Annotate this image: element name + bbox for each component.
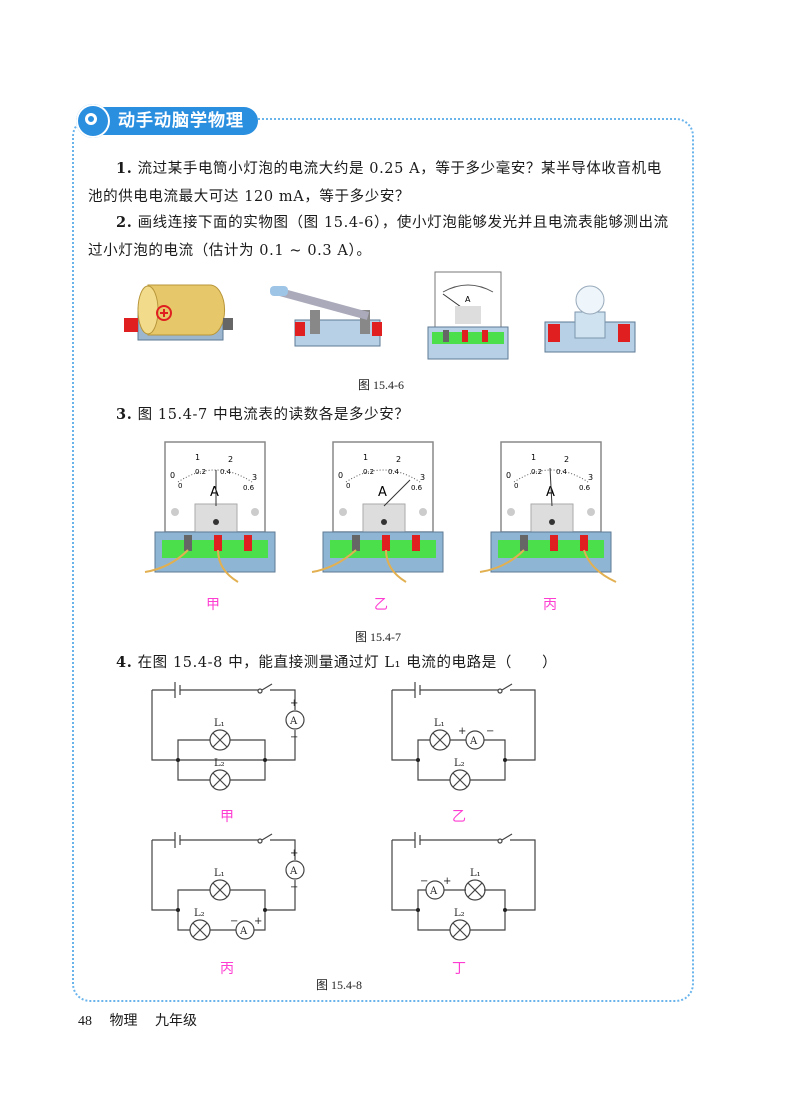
- svg-text:−: −: [290, 732, 298, 743]
- question-number: 4.: [116, 654, 133, 671]
- question-number: 3.: [116, 406, 133, 423]
- section-title: 动手动脑学物理: [100, 107, 258, 135]
- question-4: 4. 在图 15.4-8 中，能直接测量通过灯 L₁ 电流的电路是（ ）: [88, 652, 678, 674]
- svg-text:+: +: [290, 848, 298, 859]
- question-number: 1.: [116, 160, 133, 177]
- figure-caption: 图 15.4-7: [355, 630, 401, 644]
- page-footer: 48 物理 九年级: [78, 1010, 211, 1030]
- grade: 九年级: [155, 1014, 197, 1029]
- svg-text:L₂: L₂: [214, 758, 225, 769]
- subject: 物理: [109, 1014, 138, 1029]
- svg-text:L₁: L₁: [214, 868, 225, 879]
- ammeter-icon: A: [427, 271, 509, 360]
- circuit-bing: [151, 832, 305, 941]
- label-jia: 甲: [206, 597, 220, 613]
- svg-text:A: A: [465, 295, 471, 304]
- svg-text:L₂: L₂: [454, 758, 465, 769]
- question-number: 2.: [116, 214, 133, 231]
- svg-text:+: +: [254, 916, 262, 927]
- svg-text:A: A: [469, 736, 478, 747]
- svg-text:L₁: L₁: [470, 868, 481, 879]
- question-text: 池的供电电流最大可达 120 mA，等于多少安？: [88, 189, 411, 205]
- question-text: 在图 15.4-8 中，能直接测量通过灯 L₁ 电流的电路是（ ）: [137, 655, 558, 671]
- figure-caption: 图 15.4-6: [358, 378, 404, 392]
- svg-text:L₁: L₁: [214, 718, 225, 729]
- svg-text:+: +: [290, 698, 298, 709]
- question-text: 画线连接下面的实物图（图 15.4-6），使小灯泡能够发光并且电流表能够测出流: [137, 215, 669, 231]
- svg-text:A: A: [289, 716, 298, 727]
- question-1: 1. 流过某手电筒小灯泡的电流大约是 0.25 A，等于多少毫安？某半导体收音机…: [88, 158, 678, 208]
- light-bulb-icon: [544, 285, 636, 353]
- svg-text:+: +: [443, 876, 451, 887]
- label-bing: 丙: [220, 961, 234, 977]
- svg-text:L₂: L₂: [194, 908, 205, 919]
- figure-15-4-7: 0 1 2 3 0 0.2 0.4 0.6 A: [144, 441, 617, 583]
- svg-text:−: −: [486, 726, 494, 737]
- svg-text:L₁: L₁: [434, 718, 445, 729]
- svg-text:−: −: [230, 916, 238, 927]
- battery-icon: [124, 284, 233, 341]
- section-banner: 动手动脑学物理: [76, 104, 258, 138]
- knife-switch-icon: [270, 286, 382, 347]
- ammeter-jia: [144, 441, 276, 583]
- svg-text:+: +: [458, 726, 466, 737]
- question-text: 过小灯泡的电流（估计为 0.1 ~ 0.3 A）。: [88, 243, 372, 259]
- ammeter-yi: [311, 441, 444, 583]
- circuit-yi: [391, 682, 536, 791]
- ammeter-bing: [479, 441, 617, 583]
- svg-text:−: −: [420, 876, 428, 887]
- svg-text:A: A: [289, 866, 298, 877]
- question-2: 2. 画线连接下面的实物图（图 15.4-6），使小灯泡能够发光并且电流表能够测…: [88, 212, 678, 262]
- svg-text:A: A: [239, 926, 248, 937]
- label-ding: 丁: [452, 961, 466, 977]
- svg-text:L₂: L₂: [454, 908, 465, 919]
- figure-caption: 图 15.4-8: [316, 978, 362, 992]
- svg-text:A: A: [429, 886, 438, 897]
- label-bing: 丙: [543, 597, 557, 613]
- label-yi: 乙: [374, 597, 388, 613]
- circuit-ding: [391, 832, 536, 941]
- exercise-box: [72, 118, 694, 1002]
- label-yi: 乙: [452, 809, 466, 825]
- question-3: 3. 图 15.4-7 中电流表的读数各是多少安？: [88, 404, 678, 426]
- page-number: 48: [78, 1014, 92, 1029]
- question-text: 流过某手电筒小灯泡的电流大约是 0.25 A，等于多少毫安？某半导体收音机电: [137, 161, 662, 177]
- target-icon: [76, 104, 110, 138]
- label-jia: 甲: [220, 809, 234, 825]
- figure-15-4-6: A: [124, 271, 636, 360]
- svg-text:−: −: [290, 882, 298, 893]
- question-text: 图 15.4-7 中电流表的读数各是多少安？: [137, 407, 410, 423]
- circuit-jia: [151, 682, 305, 791]
